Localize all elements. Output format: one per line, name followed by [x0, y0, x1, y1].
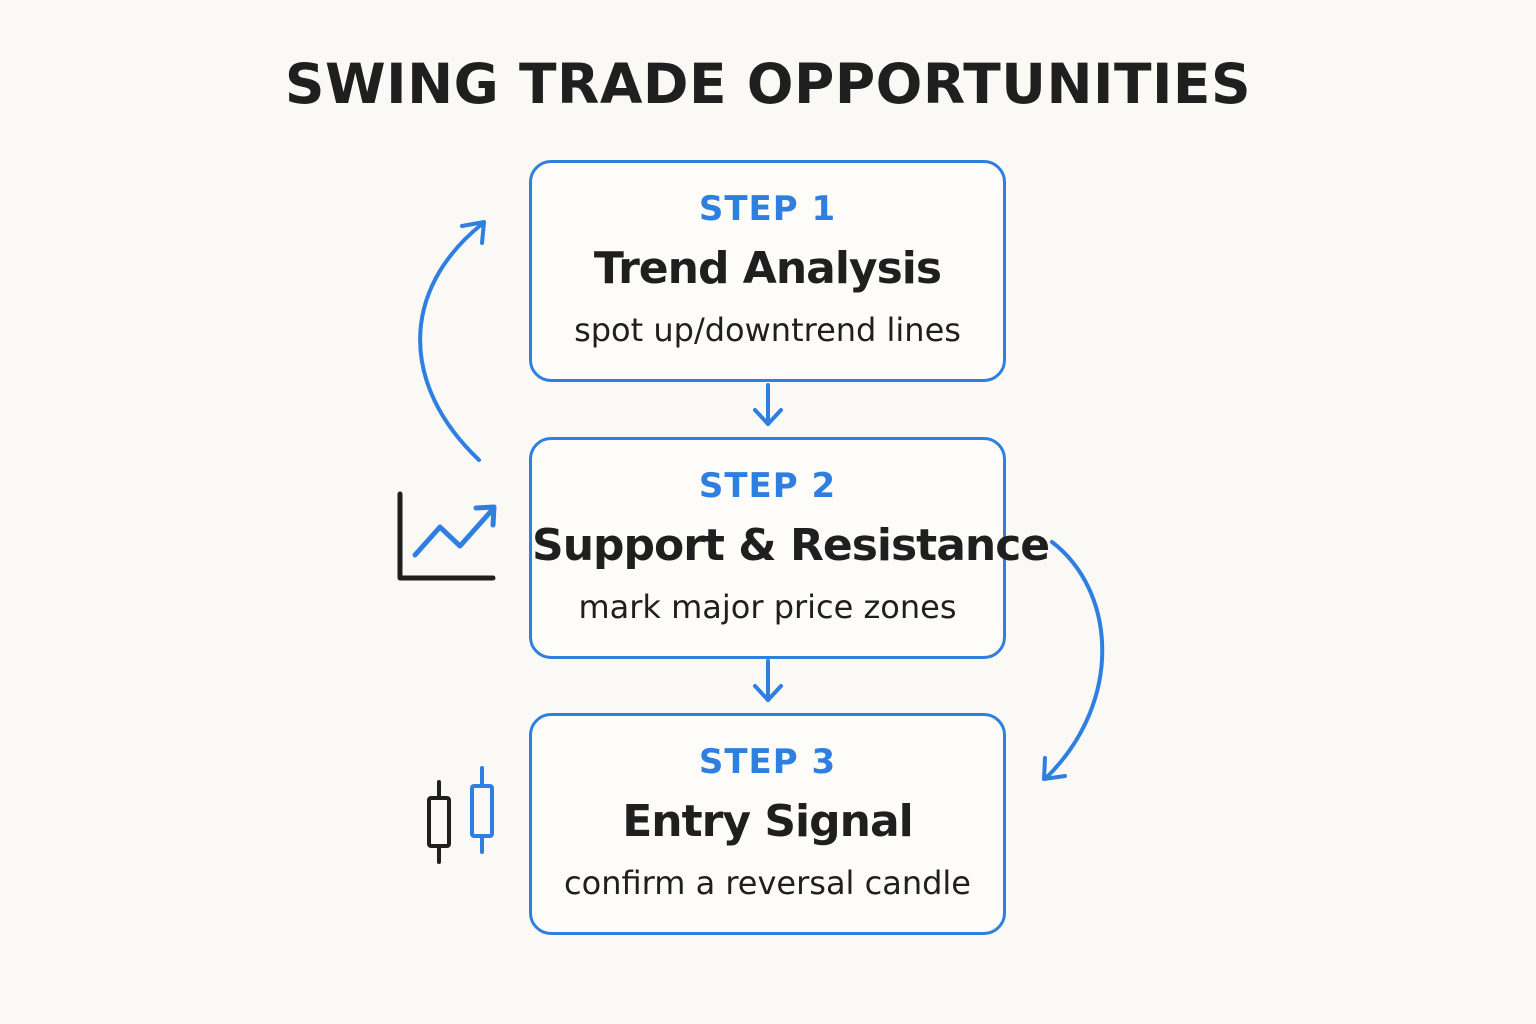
step-3-card: STEP 3 Entry Signal confirm a reversal c… — [529, 713, 1006, 935]
step-1-card: STEP 1 Trend Analysis spot up/downtrend … — [529, 160, 1006, 382]
step-3-description: confirm a reversal candle — [564, 864, 971, 902]
step-2-card: STEP 2 Support & Resistance mark major p… — [529, 437, 1050, 659]
step-1-label: STEP 1 — [698, 189, 837, 229]
candlestick-icon — [427, 766, 494, 864]
down-arrow-1-icon — [753, 383, 783, 426]
curved-arrow-up-icon — [418, 220, 486, 462]
page-title: SWING TRADE OPPORTUNITIES — [284, 52, 1252, 116]
step-1-description: spot up/downtrend lines — [574, 311, 961, 349]
step-2-description: mark major price zones — [578, 588, 957, 626]
line-chart-icon — [397, 491, 497, 581]
step-1-title: Trend Analysis — [593, 243, 942, 294]
curved-arrow-down-icon — [1042, 540, 1105, 781]
down-arrow-2-icon — [753, 659, 783, 702]
step-2-label: STEP 2 — [698, 466, 837, 506]
step-3-title: Entry Signal — [622, 796, 913, 847]
step-2-title: Support & Resistance — [532, 520, 1050, 571]
step-3-label: STEP 3 — [698, 742, 837, 782]
